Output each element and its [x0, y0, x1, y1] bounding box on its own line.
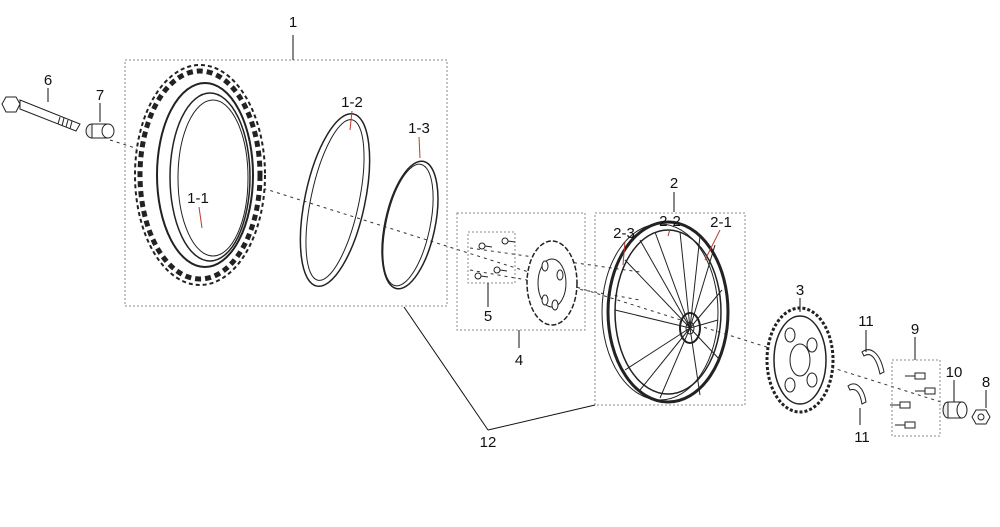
- callout-3: 3: [796, 282, 804, 299]
- callout-2: 2: [670, 175, 678, 192]
- collar: [942, 401, 968, 419]
- callout-2-3: 2-3: [613, 225, 635, 242]
- callout-6: 6: [44, 72, 52, 89]
- lock-tab-bottom: [847, 383, 867, 405]
- callout-2-2: 2-2: [659, 213, 681, 230]
- rear-sprocket: [765, 306, 835, 414]
- callout-11-top: 11: [858, 313, 874, 330]
- callout-11-bottom: 11: [854, 429, 870, 446]
- callout-10: 10: [946, 364, 963, 381]
- leader-lines: [47, 35, 987, 431]
- inner-tube: [299, 112, 371, 288]
- tire: [134, 64, 266, 286]
- callout-1: 1: [289, 14, 297, 31]
- axle: [1, 96, 81, 132]
- spoked-rim: [601, 220, 730, 404]
- callout-1-2: 1-2: [341, 94, 363, 111]
- disc-bolts: [474, 237, 516, 280]
- callout-2-1: 2-1: [710, 214, 732, 231]
- sprocket-bolts: [890, 372, 936, 429]
- spacer: [85, 123, 115, 139]
- callout-12: 12: [480, 434, 497, 451]
- callout-1-3: 1-3: [408, 120, 430, 137]
- callout-5: 5: [484, 308, 492, 325]
- callout-1-1: 1-1: [187, 190, 209, 207]
- rim-band: [381, 160, 439, 290]
- callout-4: 4: [515, 352, 523, 369]
- rim-group-box: [594, 212, 746, 406]
- axle-nut: [971, 409, 991, 425]
- callout-labels: 1 1-1 1-2 1-3 2 2-1 2-2 2-3 3 4 5 6 7 8 …: [44, 14, 990, 451]
- callout-8: 8: [982, 374, 990, 391]
- brake-disc: [526, 240, 578, 326]
- bolts-5-box: [467, 231, 516, 284]
- disc-group-box: [456, 212, 586, 331]
- lock-tab-top: [861, 349, 885, 375]
- tire-group-box: [124, 59, 448, 307]
- callout-9: 9: [911, 321, 919, 338]
- bolts-9-box: [891, 359, 941, 437]
- callout-7: 7: [96, 87, 104, 104]
